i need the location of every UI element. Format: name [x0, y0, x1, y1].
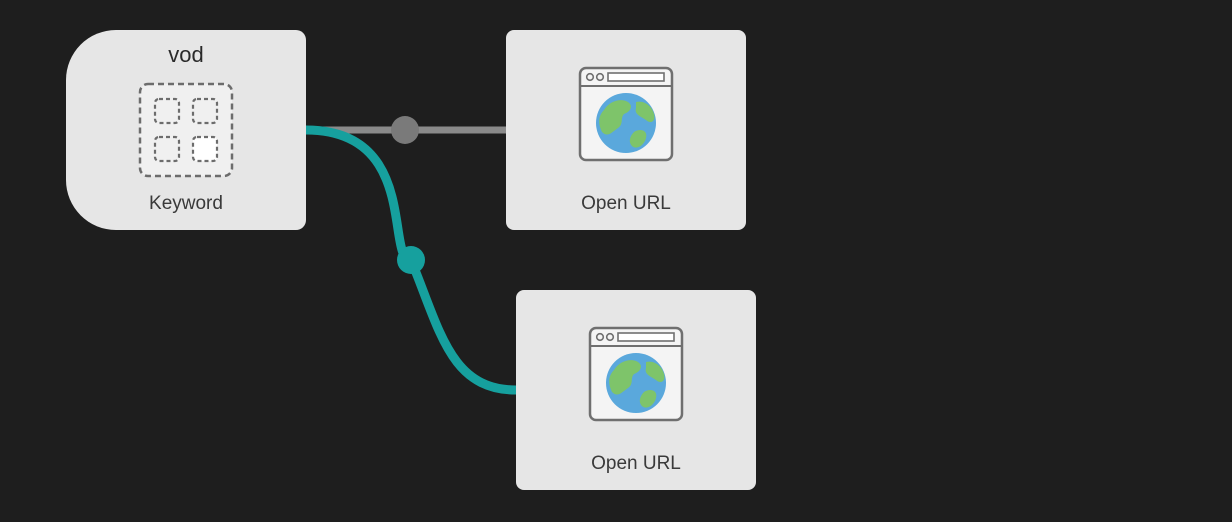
open-url-node-2[interactable]: Open URL [516, 290, 756, 490]
connection-line-teal[interactable] [301, 125, 521, 395]
keyword-grid-icon [138, 82, 234, 178]
open-url-node-1[interactable]: Open URL [506, 30, 746, 230]
connection-handle-gray[interactable] [391, 116, 419, 144]
keyword-node[interactable]: vod Keyword [66, 30, 306, 230]
connection-handle-teal[interactable] [397, 246, 425, 274]
open-url-globe-icon [588, 326, 684, 422]
open-url-globe-icon [578, 66, 674, 162]
open-url-node-1-label: Open URL [581, 193, 671, 214]
keyword-node-label: Keyword [149, 193, 223, 214]
keyword-node-title: vod [168, 42, 204, 67]
open-url-node-2-label: Open URL [591, 453, 681, 474]
